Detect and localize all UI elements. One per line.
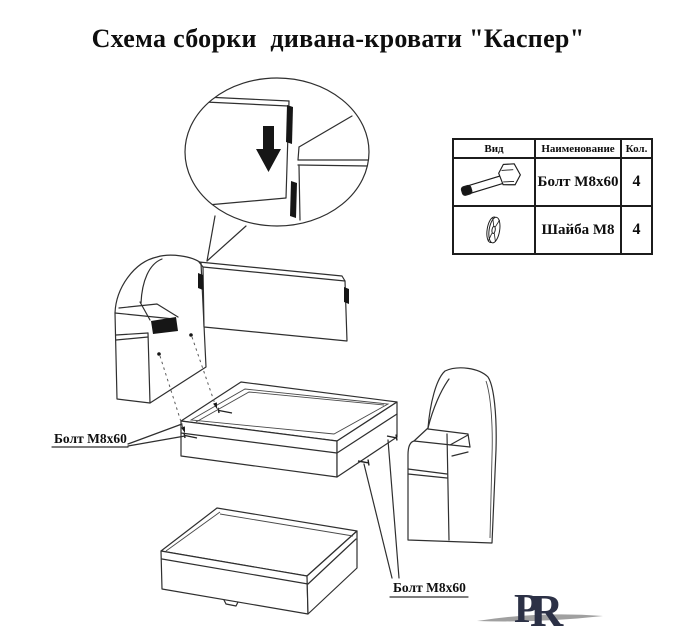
bracket-detail — [286, 105, 293, 144]
part-qty: 4 — [620, 157, 653, 207]
washer-icon — [486, 216, 501, 244]
bolt-label-left-text: Болт М8х60 — [54, 431, 127, 446]
bolt-label-left: Болт М8х60 — [51, 423, 186, 448]
bolt-view-cell — [452, 157, 536, 207]
table-row-washer: Шайба М8 4 — [452, 205, 653, 255]
logo-letter-r: R — [530, 585, 564, 636]
col-header-view: Вид — [452, 138, 536, 159]
armrest-opening-shadow — [151, 317, 178, 334]
part-name: Шайба М8 — [534, 205, 622, 255]
assembly-guide-dashes — [159, 336, 217, 433]
left-armrest — [114, 254, 207, 404]
magnifier-callout — [184, 77, 370, 262]
hanging-bracket — [198, 273, 203, 290]
parts-table-header-row: Вид Наименование Кол. — [452, 138, 653, 159]
bolt-label-bottom: Болт М8х60 — [363, 439, 469, 598]
logo-swoosh — [477, 614, 603, 622]
col-header-qty: Кол. — [620, 138, 653, 159]
part-name: Болт М8х60 — [534, 157, 622, 207]
bolt-marker — [217, 407, 233, 414]
brand-logo: P R — [477, 585, 603, 636]
parts-table: Вид Наименование Кол. Болт М8х60 4 — [452, 138, 653, 255]
hanging-bracket — [344, 287, 349, 304]
bolt-hole-mark — [157, 352, 161, 356]
bolt-marker — [357, 459, 370, 466]
page-title: Схема сборки дивана-кровати "Каспер" — [91, 24, 585, 53]
washer-view-cell — [452, 205, 536, 255]
bolt-hole-mark — [189, 333, 193, 337]
drawer-box — [160, 507, 358, 615]
bolt-label-bottom-text: Болт М8х60 — [393, 580, 466, 595]
down-arrow-icon — [256, 126, 281, 172]
backrest-panel — [198, 261, 349, 342]
part-qty: 4 — [620, 205, 653, 255]
bolt-icon — [460, 163, 521, 196]
table-row-bolt: Болт М8х60 4 — [452, 157, 653, 207]
bolt-markers — [183, 407, 398, 466]
right-armrest — [407, 367, 497, 544]
col-header-name: Наименование — [534, 138, 622, 159]
base-frame — [180, 381, 398, 478]
bracket-detail — [290, 181, 297, 218]
bolt-marker — [183, 432, 198, 439]
bolt-marker — [386, 434, 398, 441]
logo-letter-p: P — [514, 585, 539, 631]
